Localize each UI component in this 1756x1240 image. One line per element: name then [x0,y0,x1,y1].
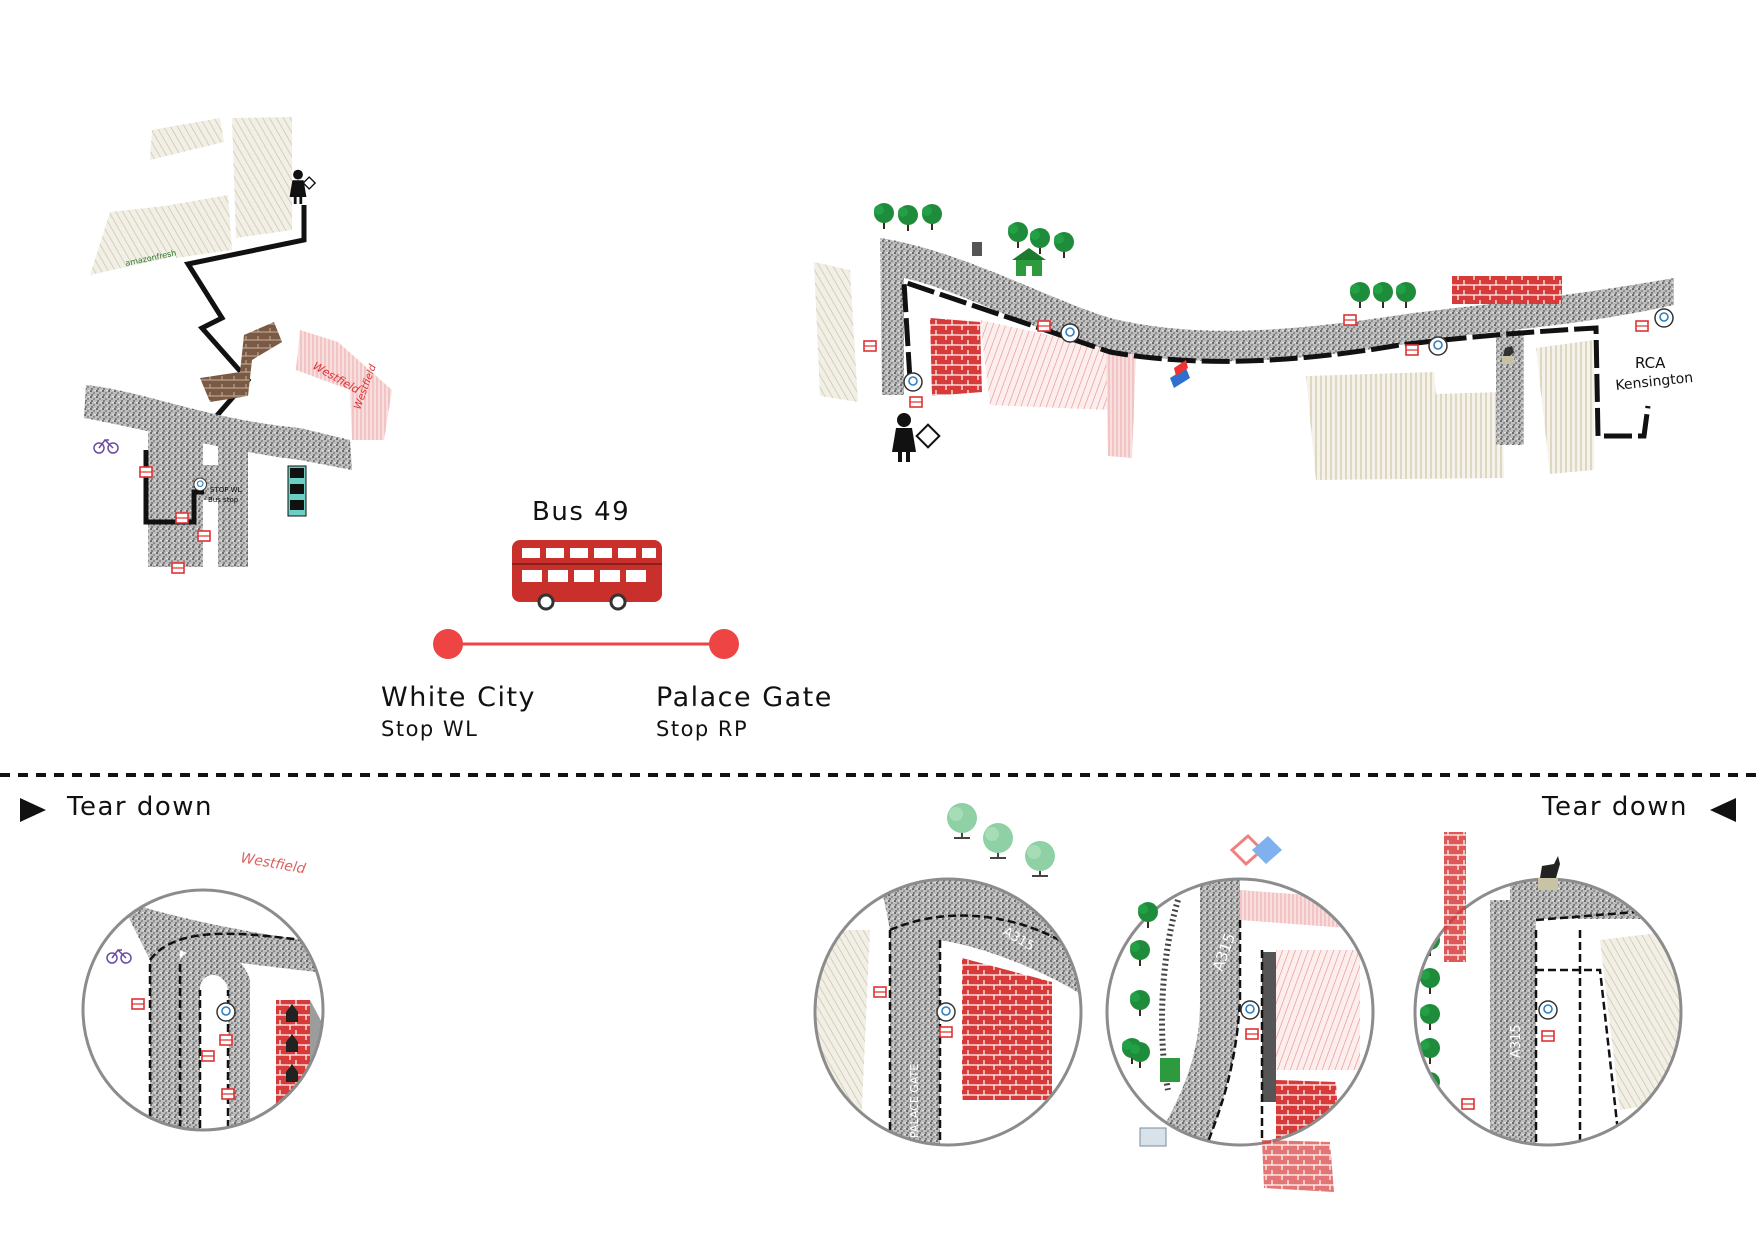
tree-icon [982,822,1014,859]
bus-stop-icon [139,466,153,478]
palace-gate-map: RCA Kensington [814,202,1694,480]
building-hatch [1306,372,1504,480]
building-hatch [814,262,858,402]
bicycle-icon [93,438,119,454]
bus-stop-icon [1037,320,1051,332]
statue-icon [1502,346,1514,364]
location-pin-icon [903,372,923,392]
destination-label: RCA [1635,354,1666,372]
tree-icon [897,204,919,232]
stop-wl-note: Bus stop [208,496,239,504]
white-city-map: amazonfresh Westfield STOP WL Bus stop [84,117,392,574]
end-stop-name: Palace Gate [656,682,833,713]
road-label-a315: A315 [1509,1024,1524,1058]
arrow-left-icon [1710,798,1736,822]
tree-icon [1029,227,1051,255]
route-end-dot [709,629,739,659]
double-decker-bus-icon [512,540,662,611]
destination-label: Kensington [1615,370,1694,394]
brick-building [200,322,282,402]
bus-stop-icon [863,340,877,352]
bus-stop-icon [175,512,189,524]
stop-wl-note: STOP WL [210,486,242,494]
route-title: Bus 49 [532,497,631,527]
location-pin-icon [193,477,208,492]
walking-route-lower [143,450,204,525]
kiosk-icon [1012,248,1046,276]
detail-circle-a315: A315 [1105,833,1375,1192]
red-fence [1452,276,1562,304]
tree-icon [946,802,978,839]
tree-icon [1024,840,1056,877]
horse-statue-icon [1538,856,1560,890]
tree-icon [1372,281,1394,309]
bus-stop-icon [197,530,211,542]
detail-circle-frame [1105,877,1375,1147]
road-label-palace-gate: PALACE GATE [908,1064,921,1138]
detail-circle-westfield: Westfield [81,850,325,1132]
location-pin-icon [1060,323,1080,343]
flag-icon [1170,360,1190,388]
end-stop-code: Stop RP [656,717,749,741]
tree-icon [1395,281,1417,309]
building-block [150,118,224,160]
bus-stop-icon [171,562,185,574]
road-main [84,385,352,470]
arrow-right-icon [20,798,46,822]
building-block [170,195,232,258]
tree-icon [921,203,943,231]
building-block [232,117,292,238]
westfield-logo: Westfield [239,850,307,877]
bicycle-icon [106,948,132,964]
location-pin-icon [1654,308,1674,328]
detail-circle-kensington: A315 [1413,832,1683,1147]
red-fence [1444,832,1466,962]
info-board-icon [1139,1127,1167,1147]
bus-stop-icon [1405,344,1419,356]
road-branch [218,440,248,567]
person-with-map-icon [289,169,317,204]
person-with-map-icon [892,413,941,462]
bus-stop-icon [1635,320,1649,332]
location-pin-icon [1428,336,1448,356]
red-brick-building [930,318,982,396]
walking-route [901,278,1651,439]
route-start-dot [433,629,463,659]
tree-icon [1349,281,1371,309]
tree-icon [1053,231,1075,259]
tear-down-left-label: Tear down [67,792,214,822]
start-stop-name: White City [381,682,537,713]
road-main-curve [880,238,1674,395]
start-stop-code: Stop WL [381,717,479,741]
tree-icon [873,202,895,230]
pink-hatch-strip [1106,350,1136,458]
tear-down-right-label: Tear down [1542,792,1689,822]
detail-circle-frame [81,888,325,1132]
flag-icon [1229,833,1282,867]
bus-stop-icon [909,396,923,408]
red-brick-building-overhang [1262,1140,1334,1192]
route-legend [433,540,739,659]
westfield-building [296,330,392,440]
building-hatch [1536,340,1594,474]
tree-icon [1007,221,1029,249]
detail-circle-frame [813,877,1083,1147]
detail-circle-palace-gate: A315 PALACE GATE [813,802,1083,1147]
info-board-icon [972,242,982,256]
bus-stop-icon [1343,314,1357,326]
